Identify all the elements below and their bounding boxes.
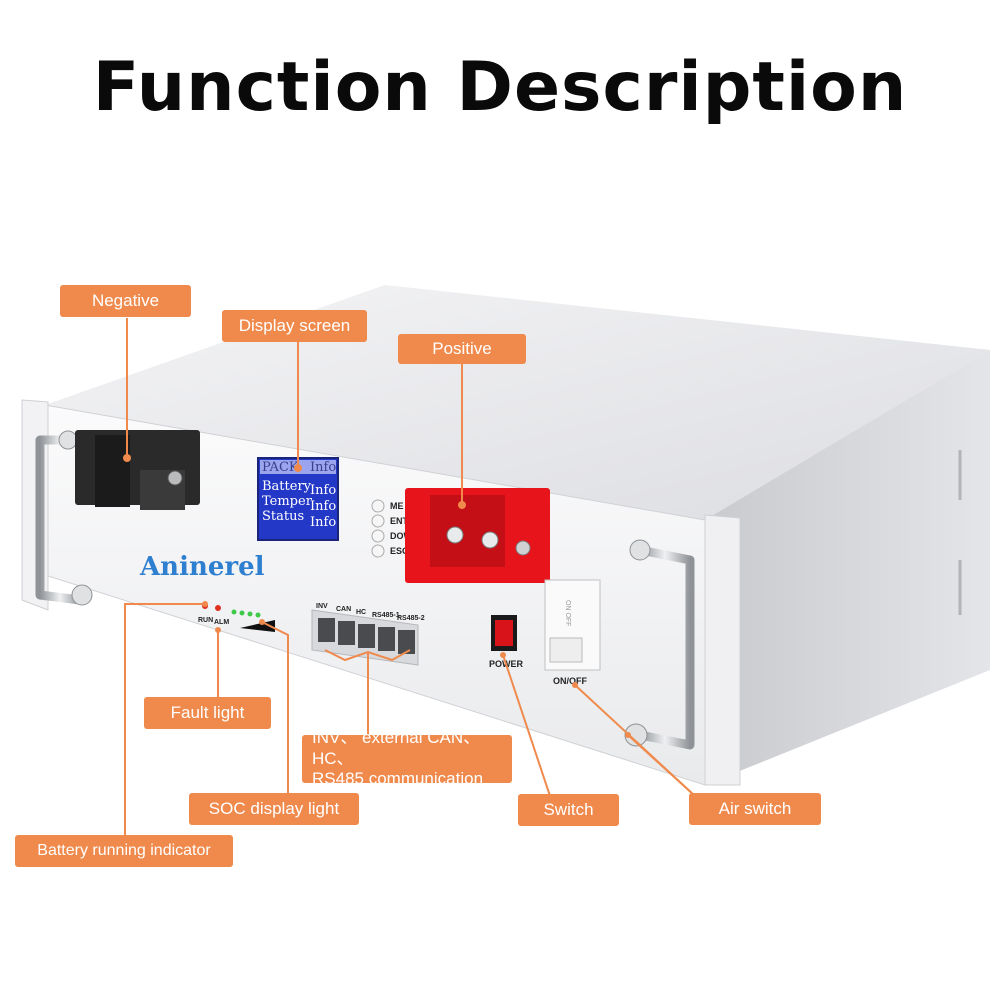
callout-communication-line1: INV、 external CAN、 HC、 — [312, 728, 481, 768]
lcd-line-2-value: Info — [310, 499, 336, 514]
leader-battery-run — [124, 603, 205, 835]
communication-ports: INV CAN HC RS485-1 RS485-2 — [311, 603, 425, 666]
battery-top-surface — [45, 285, 990, 520]
port-label-inv: INV — [316, 603, 328, 610]
soc-leds — [231, 609, 275, 632]
lcd-line-1-value: Info — [310, 483, 336, 498]
button-label-down: DOW — [390, 531, 413, 541]
port-label-rs485-2: RS485-2 — [397, 615, 425, 622]
menu-buttons: ME ENT DOW ESC — [371, 499, 413, 558]
positive-terminal — [405, 488, 550, 583]
button-label-esc: ESC — [390, 546, 409, 556]
run-label: RUN — [198, 617, 213, 624]
port-label-hc: HC — [356, 609, 366, 616]
lcd-line-3-value: Info — [310, 515, 336, 530]
button-label-enter: ENT — [390, 516, 409, 526]
air-switch-breaker: ON OFF ON/OFF — [544, 579, 601, 686]
onoff-label: ON/OFF — [553, 676, 587, 686]
callout-switch: Switch — [518, 794, 619, 826]
callout-soc-display-light: SOC display light — [189, 793, 359, 825]
lcd-line-2-label: Temper — [262, 494, 313, 509]
lcd-line-0-label: PACK — [262, 460, 299, 475]
callout-air-switch: Air switch — [689, 793, 821, 825]
alm-label: ALM — [214, 619, 229, 626]
callout-display-screen: Display screen — [222, 310, 367, 342]
left-handle — [35, 430, 93, 606]
callout-communication: INV、 external CAN、 HC、 RS485 communicati… — [302, 728, 512, 788]
leader-lines — [124, 318, 696, 835]
page-title: Function Description — [92, 48, 908, 127]
callout-positive: Positive — [398, 334, 526, 364]
port-label-rs485-1: RS485-1 — [372, 612, 400, 619]
leader-switch — [502, 654, 551, 797]
lcd-line-0-value: Info — [310, 460, 336, 475]
lcd-line-3-label: Status — [262, 509, 304, 524]
callout-battery-running-indicator: Battery running indicator — [15, 835, 233, 867]
leader-dots — [123, 454, 631, 738]
callout-fault-light: Fault light — [144, 697, 271, 729]
right-handle — [624, 539, 695, 750]
brand-logo: Aninerel — [139, 552, 265, 582]
negative-terminal — [75, 430, 200, 510]
battery-right-side — [705, 350, 990, 785]
leader-air-switch-2 — [627, 734, 696, 797]
callout-negative: Negative — [60, 285, 191, 317]
right-mounting-ear — [704, 514, 741, 786]
callout-communication-line2: RS485 communication — [312, 769, 484, 789]
lcd-line-1-label: Battery — [262, 479, 312, 494]
breaker-label: ON OFF — [564, 600, 571, 626]
port-label-can: CAN — [336, 606, 351, 613]
leader-soc — [261, 621, 289, 797]
button-label-menu: ME — [390, 501, 404, 511]
